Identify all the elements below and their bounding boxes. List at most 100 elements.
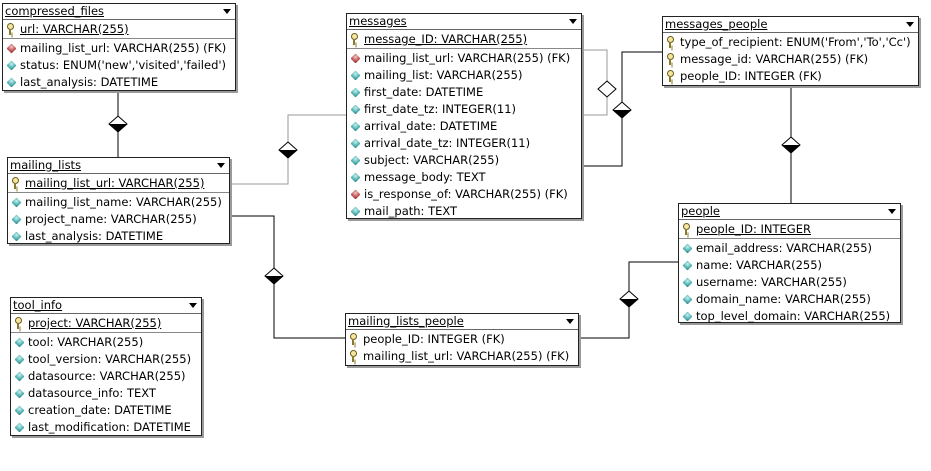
- column-row[interactable]: project_name: VARCHAR(255): [8, 211, 229, 228]
- column-label: last_modification: DATETIME: [28, 420, 191, 434]
- table-header[interactable]: mailing_lists_people: [346, 314, 578, 330]
- foreign-key-icon: [351, 189, 360, 199]
- attribute-icon: [351, 172, 360, 182]
- attribute-icon: [683, 243, 692, 253]
- column-row[interactable]: last_analysis: DATETIME: [8, 228, 229, 245]
- column-row[interactable]: first_date: DATETIME: [347, 84, 581, 101]
- table-title: mailing_lists: [10, 158, 82, 172]
- table-title: messages_people: [665, 17, 768, 31]
- column-row[interactable]: mailing_list_url: VARCHAR(255) (FK): [346, 348, 578, 365]
- column-row[interactable]: is_response_of: VARCHAR(255) (FK): [347, 186, 581, 203]
- foreign-key-icon: [7, 43, 16, 53]
- table-mailing-lists-people[interactable]: mailing_lists_people people_ID: INTEGER …: [345, 313, 579, 366]
- column-label: status: ENUM('new','visited','failed'): [20, 58, 227, 72]
- table-messages-people[interactable]: messages_people type_of_recipient: ENUM(…: [662, 16, 919, 86]
- dropdown-arrow-icon[interactable]: [189, 303, 197, 308]
- relation-diamond-icon: [597, 80, 617, 98]
- attribute-icon: [12, 231, 21, 241]
- primary-key-icon: [6, 23, 14, 35]
- column-row[interactable]: subject: VARCHAR(255): [347, 152, 581, 169]
- primary-key-icon: [666, 36, 674, 48]
- column-row[interactable]: mail_path: TEXT: [347, 203, 581, 220]
- table-header[interactable]: people: [679, 204, 900, 220]
- column-label: username: VARCHAR(255): [696, 275, 847, 289]
- column-row[interactable]: top_level_domain: VARCHAR(255): [679, 308, 900, 325]
- column-label: domain_name: VARCHAR(255): [696, 292, 871, 306]
- column-row[interactable]: type_of_recipient: ENUM('From','To','Cc'…: [663, 34, 918, 51]
- column-label: name: VARCHAR(255): [696, 258, 823, 272]
- primary-key-icon: [682, 223, 690, 235]
- relation-diamond-icon: [781, 136, 801, 154]
- table-messages[interactable]: messages message_ID: VARCHAR(255) mailin…: [346, 13, 582, 219]
- table-tool-info[interactable]: tool_info project: VARCHAR(255) tool: VA…: [10, 297, 202, 436]
- column-row[interactable]: tool: VARCHAR(255): [11, 334, 201, 351]
- column-row[interactable]: people_ID: INTEGER (FK): [346, 331, 578, 348]
- primary-key-icon: [14, 317, 22, 329]
- column-row[interactable]: people_ID: INTEGER: [679, 221, 900, 239]
- table-title: compressed_files: [5, 4, 105, 18]
- table-compressed-files[interactable]: compressed_files url: VARCHAR(255) maili…: [2, 3, 236, 91]
- column-row[interactable]: message_ID: VARCHAR(255): [347, 31, 581, 49]
- table-title: messages: [349, 14, 407, 28]
- column-row[interactable]: creation_date: DATETIME: [11, 402, 201, 419]
- column-row[interactable]: mailing_list_url: VARCHAR(255) (FK): [3, 40, 235, 57]
- primary-key-icon: [349, 350, 357, 362]
- table-header[interactable]: compressed_files: [3, 4, 235, 20]
- primary-key-icon: [666, 53, 674, 65]
- dropdown-arrow-icon[interactable]: [569, 19, 577, 24]
- column-row[interactable]: last_analysis: DATETIME: [3, 74, 235, 91]
- column-label: people_ID: INTEGER: [696, 222, 811, 236]
- column-row[interactable]: email_address: VARCHAR(255): [679, 240, 900, 257]
- column-label: datasource: VARCHAR(255): [28, 369, 186, 383]
- column-label: mail_path: TEXT: [364, 204, 458, 218]
- column-list: url: VARCHAR(255) mailing_list_url: VARC…: [3, 20, 235, 91]
- table-mailing-lists[interactable]: mailing_lists mailing_list_url: VARCHAR(…: [7, 157, 230, 244]
- primary-key-icon: [349, 333, 357, 345]
- dropdown-arrow-icon[interactable]: [217, 163, 225, 168]
- attribute-icon: [351, 87, 360, 97]
- attribute-icon: [15, 405, 24, 415]
- column-label: mailing_list_name: VARCHAR(255): [25, 195, 222, 209]
- table-header[interactable]: messages: [347, 14, 581, 30]
- column-row[interactable]: first_date_tz: INTEGER(11): [347, 101, 581, 118]
- attribute-icon: [351, 121, 360, 131]
- column-row[interactable]: username: VARCHAR(255): [679, 274, 900, 291]
- column-row[interactable]: arrival_date_tz: INTEGER(11): [347, 135, 581, 152]
- attribute-icon: [12, 214, 21, 224]
- column-row[interactable]: mailing_list_url: VARCHAR(255) (FK): [347, 50, 581, 67]
- column-row[interactable]: message_body: TEXT: [347, 169, 581, 186]
- column-row[interactable]: message_id: VARCHAR(255) (FK): [663, 51, 918, 68]
- column-label: mailing_list_url: VARCHAR(255) (FK): [364, 51, 571, 65]
- table-people[interactable]: people people_ID: INTEGER email_address:…: [678, 203, 901, 323]
- table-title: people: [681, 204, 720, 218]
- dropdown-arrow-icon[interactable]: [888, 209, 896, 214]
- attribute-icon: [15, 337, 24, 347]
- column-row[interactable]: last_modification: DATETIME: [11, 419, 201, 436]
- column-label: arrival_date_tz: INTEGER(11): [364, 136, 531, 150]
- column-row[interactable]: datasource: VARCHAR(255): [11, 368, 201, 385]
- column-label: people_ID: INTEGER (FK): [363, 332, 505, 346]
- column-row[interactable]: mailing_list_name: VARCHAR(255): [8, 194, 229, 211]
- attribute-icon: [15, 422, 24, 432]
- column-label: email_address: VARCHAR(255): [696, 241, 873, 255]
- column-row[interactable]: url: VARCHAR(255): [3, 21, 235, 39]
- column-list: people_ID: INTEGER email_address: VARCHA…: [679, 220, 900, 325]
- column-row[interactable]: mailing_list_url: VARCHAR(255): [8, 175, 229, 193]
- column-row[interactable]: domain_name: VARCHAR(255): [679, 291, 900, 308]
- dropdown-arrow-icon[interactable]: [223, 9, 231, 14]
- column-row[interactable]: arrival_date: DATETIME: [347, 118, 581, 135]
- table-header[interactable]: mailing_lists: [8, 158, 229, 174]
- dropdown-arrow-icon[interactable]: [906, 22, 914, 27]
- column-row[interactable]: name: VARCHAR(255): [679, 257, 900, 274]
- column-row[interactable]: tool_version: VARCHAR(255): [11, 351, 201, 368]
- column-label: message_id: VARCHAR(255) (FK): [680, 52, 869, 66]
- column-row[interactable]: people_ID: INTEGER (FK): [663, 68, 918, 85]
- dropdown-arrow-icon[interactable]: [566, 319, 574, 324]
- column-row[interactable]: project: VARCHAR(255): [11, 315, 201, 333]
- table-header[interactable]: messages_people: [663, 17, 918, 33]
- column-row[interactable]: mailing_list: VARCHAR(255): [347, 67, 581, 84]
- column-row[interactable]: datasource_info: TEXT: [11, 385, 201, 402]
- table-header[interactable]: tool_info: [11, 298, 201, 314]
- column-row[interactable]: status: ENUM('new','visited','failed'): [3, 57, 235, 74]
